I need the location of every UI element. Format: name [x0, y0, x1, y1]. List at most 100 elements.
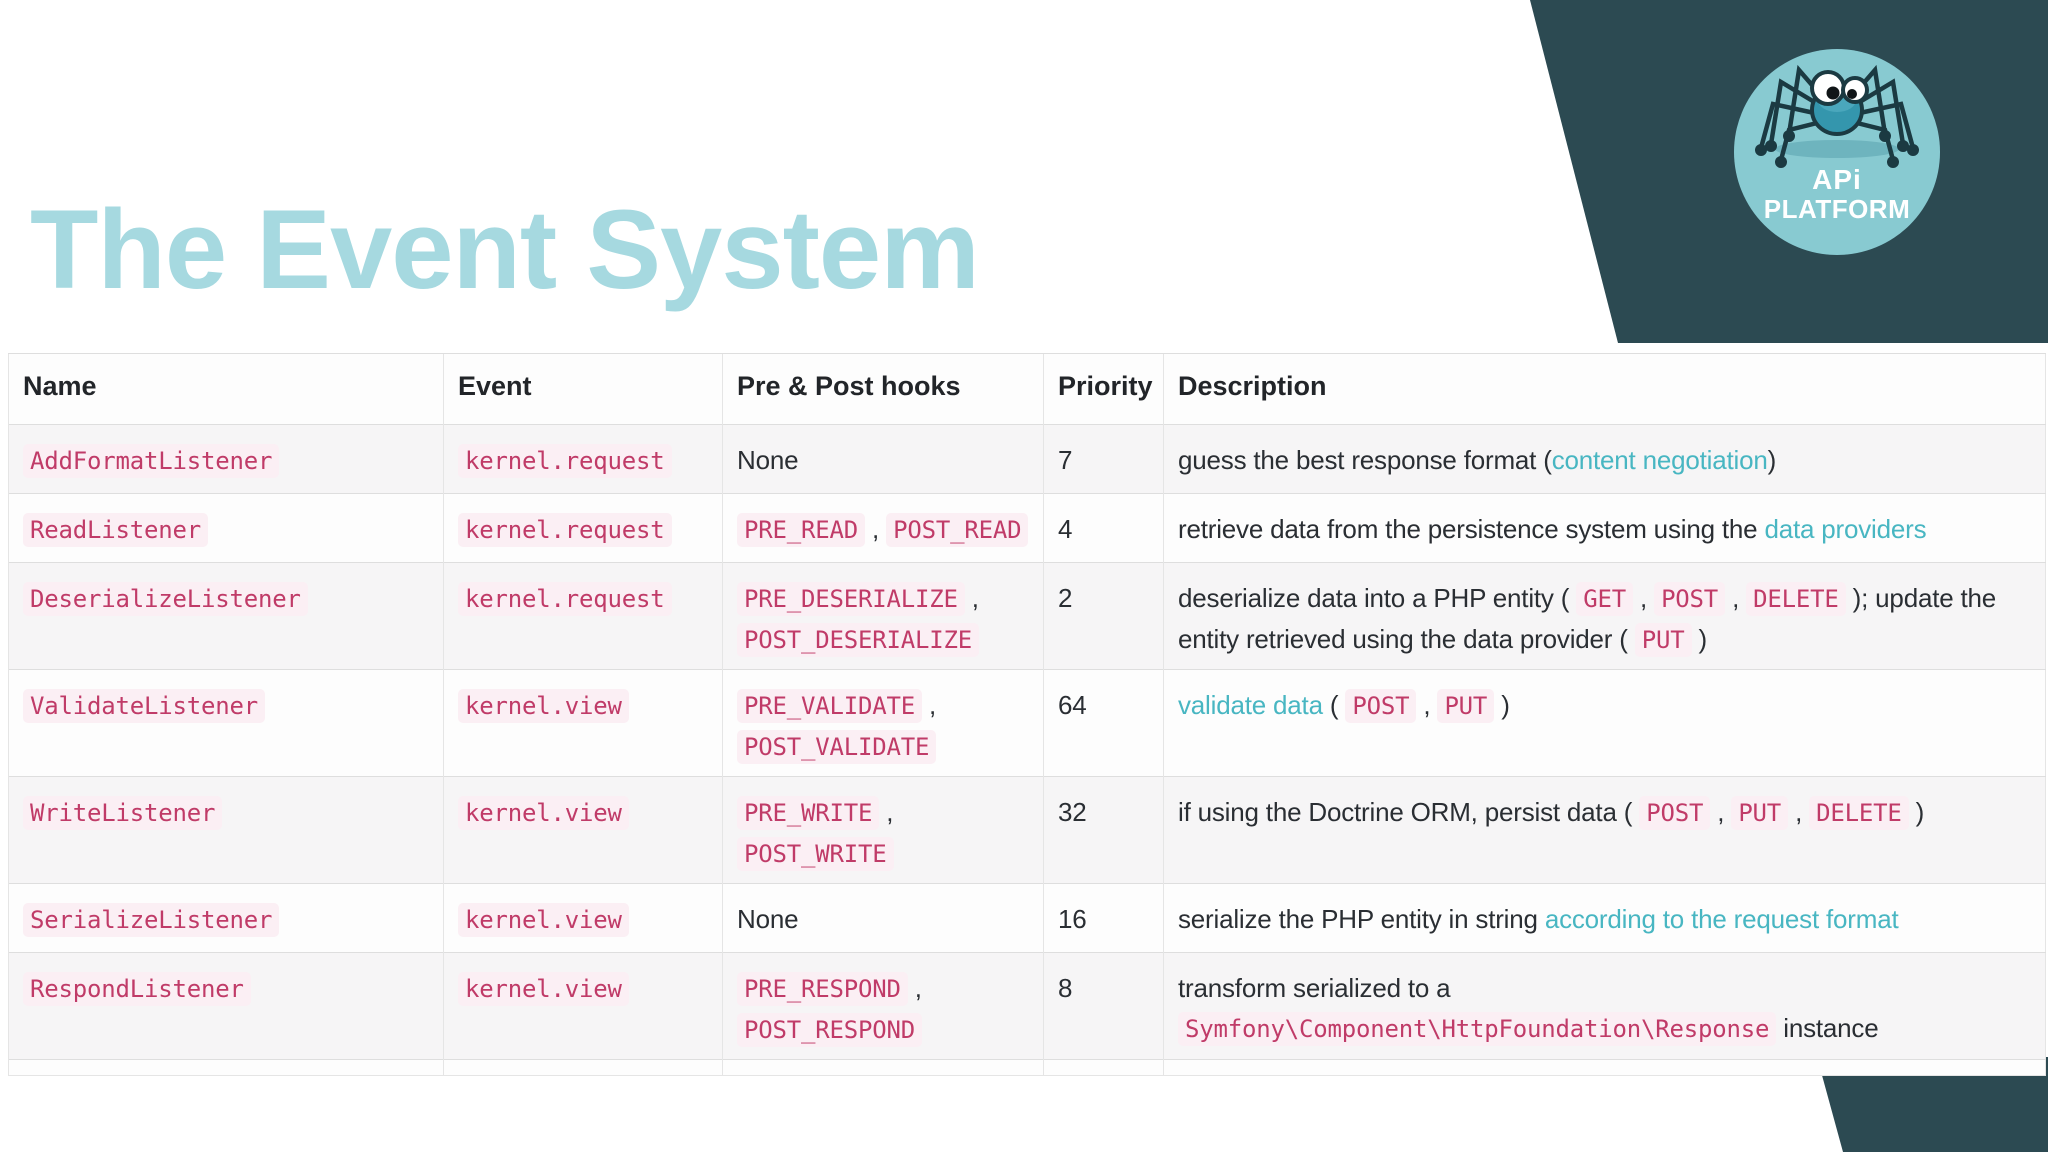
- text-segment: (: [1322, 690, 1346, 720]
- cell-line: serialize the PHP entity in string accor…: [1178, 899, 2031, 939]
- cell-line: kernel.request: [458, 440, 708, 481]
- code-chip: PUT: [1634, 623, 1692, 657]
- cell-description: guess the best response format (content …: [1163, 424, 2046, 494]
- cell-name: ReadListener: [8, 493, 444, 563]
- text-segment: ): [1908, 797, 1925, 827]
- cell-event: kernel.view: [443, 669, 723, 777]
- table-row-addformatlistener: AddFormatListener kernel.request None 7 gues…: [8, 424, 2046, 494]
- cell-line: POST_VALIDATE: [737, 726, 1029, 767]
- cell-hooks: None: [722, 424, 1044, 494]
- cell-hooks: PRE_RESPOND ,POST_RESPOND: [722, 952, 1044, 1060]
- code-chip: POST_VALIDATE: [737, 730, 937, 764]
- cell-line: POST_RESPOND: [737, 1009, 1029, 1050]
- corner-band-bottom-right: [1817, 1057, 2048, 1152]
- cell-description: validate data ( POST , PUT ): [1163, 669, 2046, 777]
- cell-line: kernel.request: [458, 578, 708, 619]
- cell-line: PRE_DESERIALIZE ,: [737, 578, 1029, 619]
- doc-link[interactable]: according to the request format: [1544, 904, 1899, 934]
- table-row-deserializelistener: DeserializeListener kernel.request PRE_DES…: [8, 562, 2046, 670]
- cell-line: Symfony\Component\HttpFoundation\Respons…: [1178, 1008, 2031, 1049]
- cell-name: DeserializeListener: [8, 562, 444, 670]
- code-chip: POST_WRITE: [737, 837, 894, 871]
- text-segment: 16: [1058, 904, 1087, 934]
- spider-shadow: [1775, 140, 1899, 158]
- column-header-name: Name: [8, 353, 444, 425]
- code-chip: kernel.view: [458, 796, 629, 830]
- cell-description: transform serialized to a Symfony\Compone…: [1163, 952, 2046, 1060]
- partial-row: [8, 1059, 2046, 1076]
- cell-line: PRE_RESPOND ,: [737, 968, 1029, 1009]
- cell-line: RespondListener: [23, 968, 429, 1009]
- code-chip: POST_DESERIALIZE: [737, 623, 979, 657]
- spider-eyes-icon: [1810, 70, 1869, 106]
- code-chip: DeserializeListener: [23, 582, 308, 616]
- table-row-writelistener: WriteListener kernel.view PRE_WRITE , POST_…: [8, 776, 2046, 884]
- cell-line: guess the best response format (content …: [1178, 440, 2031, 480]
- column-header-description: Description: [1163, 353, 2046, 425]
- code-chip: WriteListener: [23, 796, 223, 830]
- cell-line: 64: [1058, 685, 1149, 725]
- cell-line: PRE_WRITE ,: [737, 792, 1029, 833]
- doc-link[interactable]: data providers: [1764, 514, 1927, 544]
- text-segment: ): [1767, 445, 1777, 475]
- doc-link[interactable]: validate data: [1178, 690, 1323, 720]
- cell-line: transform serialized to a: [1178, 968, 2031, 1008]
- code-chip: GET: [1576, 582, 1633, 616]
- doc-link[interactable]: content negotiation: [1551, 445, 1768, 475]
- code-chip: SerializeListener: [23, 903, 280, 937]
- cell-priority: 8: [1043, 952, 1164, 1060]
- code-chip: RespondListener: [23, 972, 251, 1006]
- text-segment: ,: [1416, 690, 1438, 720]
- cell-line: kernel.view: [458, 792, 708, 833]
- cell-priority: 32: [1043, 776, 1164, 884]
- cell-line: ValidateListener: [23, 685, 429, 726]
- text-segment: serialize the PHP entity in string: [1178, 904, 1545, 934]
- text-segment: ,: [1710, 797, 1732, 827]
- cell-line: kernel.view: [458, 968, 708, 1009]
- code-chip: kernel.view: [458, 903, 629, 937]
- cell-priority: 64: [1043, 669, 1164, 777]
- text-segment: 2: [1058, 583, 1073, 613]
- logo-circle: [1734, 49, 1940, 255]
- code-chip: POST_READ: [886, 513, 1029, 547]
- cell-event: kernel.request: [443, 424, 723, 494]
- text-segment: ,: [879, 797, 894, 827]
- page-title: The Event System: [30, 187, 980, 312]
- cell-line: None: [737, 899, 1029, 939]
- api-platform-logo: APi PLATFORM: [1734, 49, 1940, 255]
- cell-description: deserialize data into a PHP entity ( GET…: [1163, 562, 2046, 670]
- code-chip: PRE_RESPOND: [737, 972, 908, 1006]
- code-chip: Symfony\Component\HttpFoundation\Respons…: [1178, 1012, 1777, 1046]
- partial-cell: [1163, 1059, 2046, 1076]
- cell-name: AddFormatListener: [8, 424, 444, 494]
- text-segment: ,: [922, 690, 937, 720]
- code-chip: kernel.view: [458, 689, 629, 723]
- cell-description: if using the Doctrine ORM, persist data …: [1163, 776, 2046, 884]
- code-chip: PRE_WRITE: [737, 796, 880, 830]
- text-segment: None: [737, 904, 799, 934]
- text-segment: ): [1494, 690, 1510, 720]
- text-segment: entity retrieved using the data provider…: [1178, 624, 1635, 654]
- cell-line: DeserializeListener: [23, 578, 429, 619]
- code-chip: PRE_DESERIALIZE: [737, 582, 965, 616]
- table-row-respondlistener: RespondListener kernel.view PRE_RESPOND ,P…: [8, 952, 2046, 1060]
- cell-name: WriteListener: [8, 776, 444, 884]
- cell-description: retrieve data from the persistence syste…: [1163, 493, 2046, 563]
- cell-line: validate data ( POST , PUT ): [1178, 685, 2031, 726]
- cell-line: if using the Doctrine ORM, persist data …: [1178, 792, 2031, 833]
- cell-priority: 16: [1043, 883, 1164, 953]
- cell-event: kernel.view: [443, 776, 723, 884]
- code-chip: DELETE: [1809, 796, 1909, 830]
- cell-event: kernel.view: [443, 883, 723, 953]
- column-header-priority: Priority: [1043, 353, 1164, 425]
- code-chip: PRE_VALIDATE: [737, 689, 922, 723]
- code-chip: kernel.view: [458, 972, 629, 1006]
- cell-line: ReadListener: [23, 509, 429, 550]
- cell-line: 7: [1058, 440, 1149, 480]
